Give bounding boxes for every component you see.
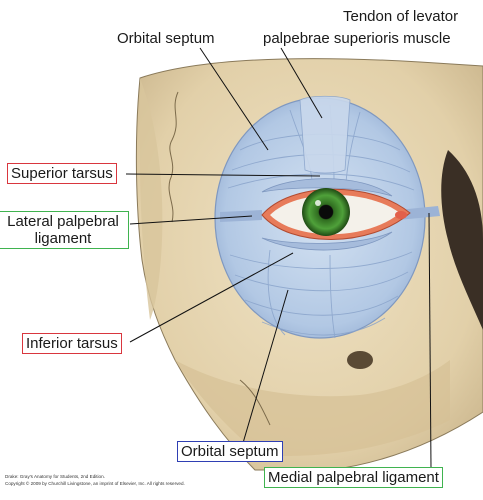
inferior-tarsus-band	[261, 231, 393, 251]
zygomatic-suture	[239, 379, 271, 426]
label-lateral-palpebral-ligament: Lateral palpebral ligament	[0, 211, 129, 249]
label-orbital-septum-bottom: Orbital septum	[177, 441, 283, 462]
leader-lines	[125, 47, 432, 469]
credit-line1: Drake: Gray's Anatomy for Students, 2nd …	[5, 474, 105, 479]
levator-tendon	[299, 95, 351, 174]
credit-line2: Copyright © 2009 by Churchill Livingston…	[5, 481, 185, 486]
iris-highlight	[315, 200, 321, 206]
cheek-shadow	[175, 360, 450, 456]
caruncle	[395, 211, 407, 219]
label-orbital-septum-top: Orbital septum	[117, 30, 215, 47]
lateral-ligament-band	[220, 210, 262, 222]
label-superior-tarsus: Superior tarsus	[7, 163, 117, 184]
temporal-fossa	[140, 78, 163, 320]
label-tendon-line1: Tendon of levator	[343, 8, 459, 25]
infraorbital-foramen	[347, 351, 373, 369]
iris	[302, 188, 350, 236]
label-inferior-tarsus: Inferior tarsus	[22, 333, 122, 354]
label-tendon-line2: palpebrae superioris muscle	[263, 30, 451, 47]
suture-line	[168, 91, 179, 223]
label-medial-palpebral-ligament: Medial palpebral ligament	[264, 467, 443, 488]
nasal-cavity	[441, 150, 483, 330]
label-lateral-line1: Lateral palpebral	[7, 213, 119, 230]
superior-tarsus-band	[261, 178, 393, 197]
label-lateral-line2: ligament	[34, 230, 92, 247]
